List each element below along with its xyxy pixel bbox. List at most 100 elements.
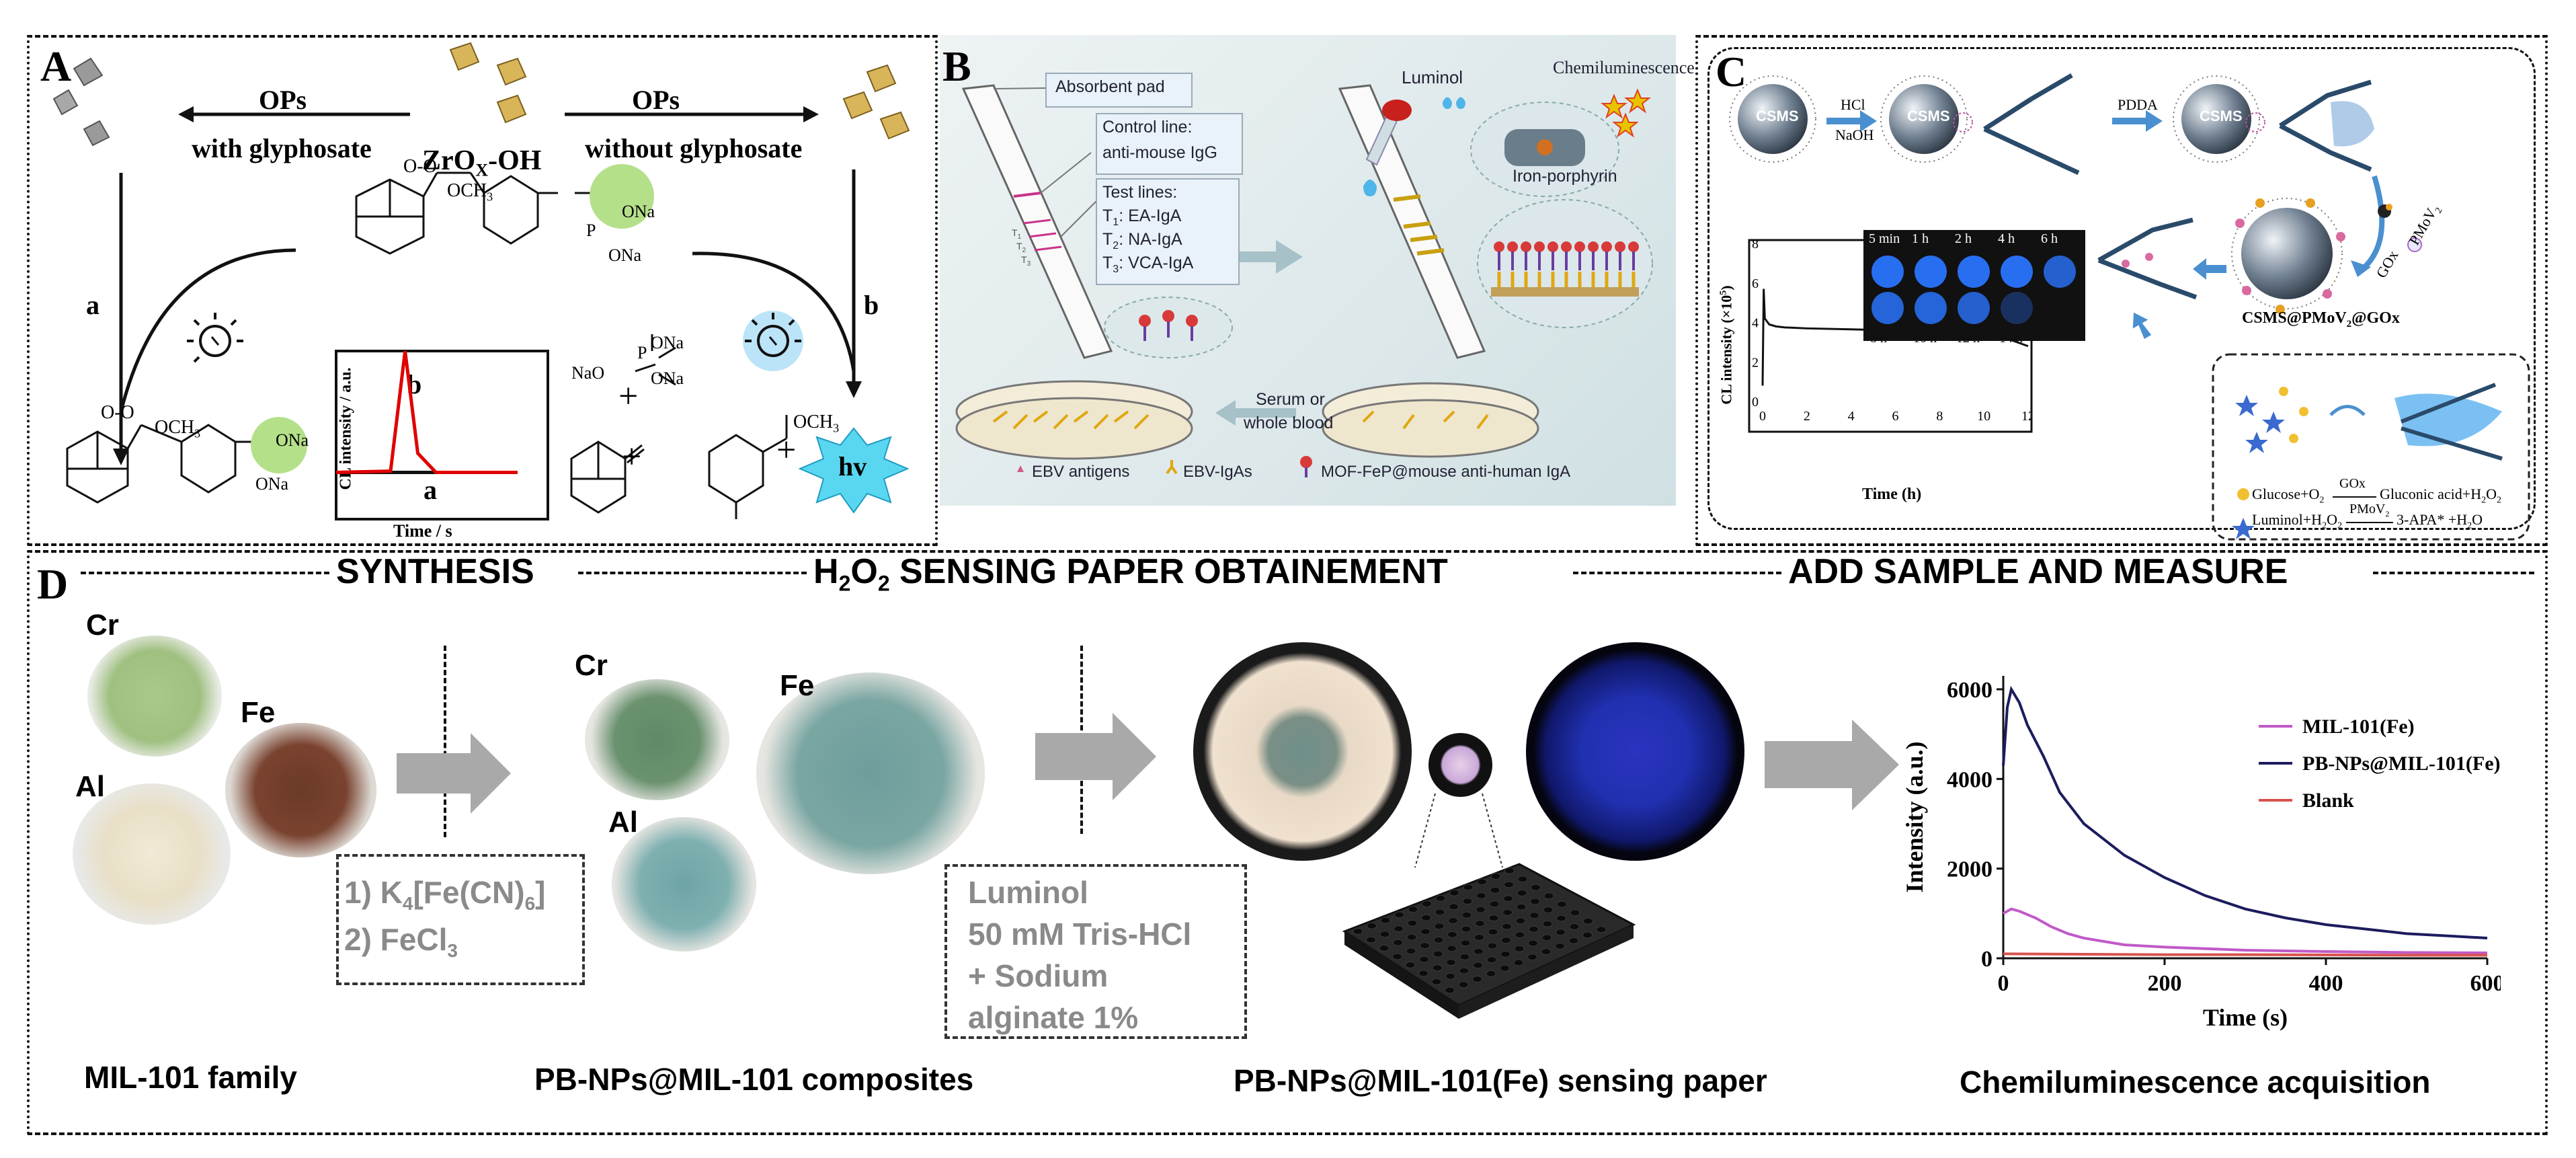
hv-label: hv <box>838 451 867 481</box>
series-line-1 <box>2003 907 2488 954</box>
adamantanone-molecule <box>570 440 645 514</box>
plate-well <box>1513 959 1524 966</box>
divider-1 <box>444 646 446 837</box>
path-b-label: b <box>864 290 879 320</box>
series-line-3 <box>2003 952 2487 957</box>
test-strip-right <box>1338 84 1486 359</box>
well-time-label: 14 h <box>1999 331 2023 346</box>
legend-label: Blank <box>2302 789 2354 812</box>
ops-right-label: OPs <box>632 85 680 115</box>
luminescent-well <box>1871 256 1904 288</box>
plate-well <box>1582 931 1593 939</box>
gold-crystal-icon <box>449 42 910 140</box>
x-tick-label: 200 <box>2148 971 2182 996</box>
header-h2o2: H2O2 SENSING PAPER OBTAINEMENT <box>813 552 1448 596</box>
control-line-label-1: Control line: <box>1102 118 1193 137</box>
petri-dish-left <box>955 380 1193 460</box>
csms-label-2: CSMS <box>1907 108 1950 124</box>
y-tick-label: 4000 <box>1947 767 1993 792</box>
panel-a-graphics <box>52 42 910 520</box>
c-y-tick-label: 2 <box>1752 355 1759 370</box>
fe-label-2: Fe <box>780 669 815 702</box>
csms-label-3: CSMS <box>2200 108 2243 124</box>
y-tick-label: 6000 <box>1947 678 1993 703</box>
plate-well <box>1486 970 1496 977</box>
serum-label-1: Serum or <box>1256 390 1325 409</box>
t3-letter: T <box>1102 254 1113 272</box>
plate-well <box>1501 937 1511 944</box>
plate-well <box>1543 892 1554 900</box>
plate-well <box>1517 876 1528 883</box>
glucose-dot-icon <box>2237 488 2249 500</box>
csms-label-1: CSMS <box>1756 108 1799 124</box>
caption-composites: PB-NPs@MIL-101 composites <box>534 1062 974 1097</box>
panel-c-border <box>1695 35 2548 546</box>
test-line-t1: T1: EA-IgA <box>1102 206 1182 228</box>
luminol-eq-text: Luminol+H <box>2252 511 2323 528</box>
panel-b-graphics <box>955 84 1653 477</box>
plate-well <box>1433 936 1444 943</box>
plate-well <box>1447 945 1457 952</box>
header-dash-3 <box>1573 572 1781 574</box>
reagent-sodium: + Sodium <box>968 958 1109 993</box>
strip-t3-mark: T3 <box>1021 254 1031 268</box>
panel-a-inset-plot <box>336 351 518 474</box>
reaction-cycle-arrow <box>2329 405 2366 416</box>
csms-pmov-gox-sphere <box>2231 198 2345 314</box>
plate-well <box>1474 934 1484 941</box>
return-arrow <box>2193 258 2226 280</box>
step-2-label: 2) FeCl3 <box>344 922 458 962</box>
strip-t3-letter: T <box>1021 254 1027 265</box>
control-line-box <box>1096 113 1243 175</box>
plate-well <box>1421 914 1431 921</box>
cr-label-2: Cr <box>575 649 608 682</box>
plate-well <box>1475 920 1485 927</box>
x-tick-label: 400 <box>2309 971 2343 996</box>
step1-text: 1) K <box>344 875 403 910</box>
synthesis-steps-box <box>336 854 585 985</box>
h2o2-o: O <box>850 552 878 591</box>
plate-well <box>1445 972 1455 980</box>
plate-well <box>1487 942 1498 950</box>
plate-well <box>1568 937 1579 944</box>
chem-onaa5: ONa <box>651 333 684 352</box>
mof-fep-icon <box>1300 456 1312 477</box>
gluconic-equation: Gluconic acid+H2O2 <box>2380 486 2501 506</box>
process-arrow-2 <box>1035 713 1156 800</box>
loading-arrow <box>2359 175 2385 273</box>
plate-well <box>1529 925 1539 933</box>
header-add-sample: ADD SAMPLE AND MEASURE <box>1788 552 2288 591</box>
plate-well <box>1431 978 1442 985</box>
glowing-pore <box>2394 383 2503 461</box>
caption-sensing-paper: PB-NPs@MIL-101(Fe) sensing paper <box>1234 1063 1767 1098</box>
luminescence-photo <box>1526 642 1744 861</box>
phosphate-molecule <box>635 334 676 386</box>
panel-a-inset-xlabel: Time / s <box>393 521 452 541</box>
control-line-label-2: anti-mouse IgG <box>1102 143 1217 162</box>
plate-well <box>1379 931 1390 938</box>
apa-text: 3-APA* +H <box>2397 511 2468 528</box>
plate-well <box>1461 911 1472 919</box>
plate-well <box>1459 953 1470 960</box>
ops-left-label: OPs <box>259 85 307 115</box>
path-a-label: a <box>86 290 99 320</box>
plate-well <box>1405 962 1416 968</box>
grey-crystal-icon <box>52 57 110 147</box>
chem-onaa6: ONa <box>651 369 684 388</box>
well-time-label: 8 h <box>1870 331 1887 346</box>
test-lines-box <box>1096 178 1240 285</box>
plate-well <box>1488 928 1498 935</box>
naoh-label: NaOH <box>1835 126 1874 143</box>
well-time-label: 2 h <box>1955 231 1972 246</box>
test-line-t2: T2: NA-IgA <box>1102 230 1182 252</box>
plate-well <box>1394 925 1404 933</box>
luminescent-well <box>2001 256 2033 288</box>
c-x-tick-label: 6 <box>1892 409 1899 424</box>
dioxetane-molecule-bottom <box>66 424 255 504</box>
process-arrow-1 <box>397 733 511 814</box>
glowing-bulb-icon <box>743 311 803 371</box>
pdda-arrow <box>2112 110 2163 132</box>
luminescent-well <box>1958 256 1990 288</box>
csms-sphere-2 <box>1880 75 1973 163</box>
